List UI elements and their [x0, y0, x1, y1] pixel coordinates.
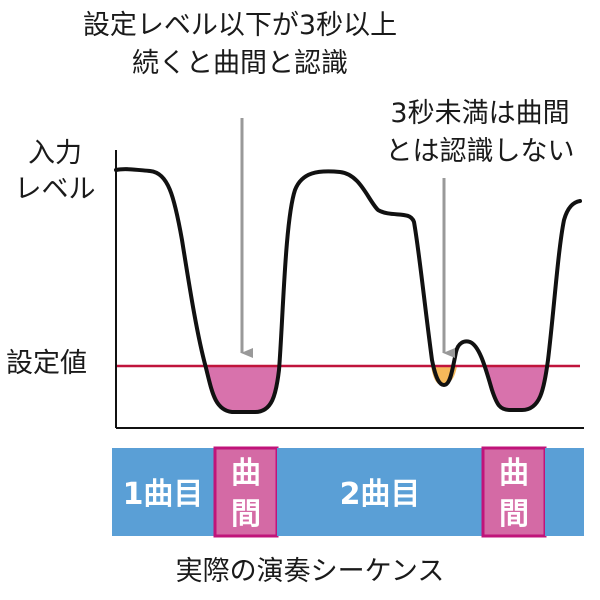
- short-gap-annotation: 3秒未満は曲間 とは認識しない: [360, 100, 600, 176]
- segment-song-2: [277, 448, 483, 536]
- segment-label: 2曲目: [340, 477, 421, 512]
- segment-gap-1: [213, 446, 279, 538]
- annotation-line: 設定レベル以下が3秒以上: [82, 10, 398, 41]
- segment-label-gap-1-bottom: 間: [231, 497, 261, 532]
- long-gap-fill-2: [485, 366, 548, 410]
- segment-song-1: [112, 448, 215, 536]
- segment-label-gap-2-bottom: 間: [499, 497, 529, 532]
- input-level-curve: [114, 167, 582, 414]
- threshold-label: 設定値: [6, 348, 87, 379]
- segment-song-3: [545, 448, 584, 536]
- y-axis-label: 入力 レベル: [0, 140, 110, 212]
- sequence-caption: 実際の演奏シーケンス: [175, 556, 445, 587]
- annotation-line: 3秒未満は曲間: [390, 98, 570, 129]
- segment-label-gap-2-top: 曲: [499, 456, 529, 491]
- long-gap-fill-1: [205, 366, 281, 412]
- sequence-bar: 1曲目 曲 間 2曲目 曲 間: [112, 446, 584, 538]
- y-axis-label-line: レベル: [14, 174, 96, 205]
- annotation-line: 続くと曲間と認識: [132, 48, 348, 79]
- y-axis-label-line: 入力: [28, 138, 82, 169]
- long-gap-annotation: 設定レベル以下が3秒以上 続くと曲間と認識: [0, 12, 480, 88]
- annotation-line: とは認識しない: [385, 136, 575, 167]
- segment-label: 1曲目: [123, 477, 204, 512]
- segment-label-gap-1-top: 曲: [231, 456, 261, 491]
